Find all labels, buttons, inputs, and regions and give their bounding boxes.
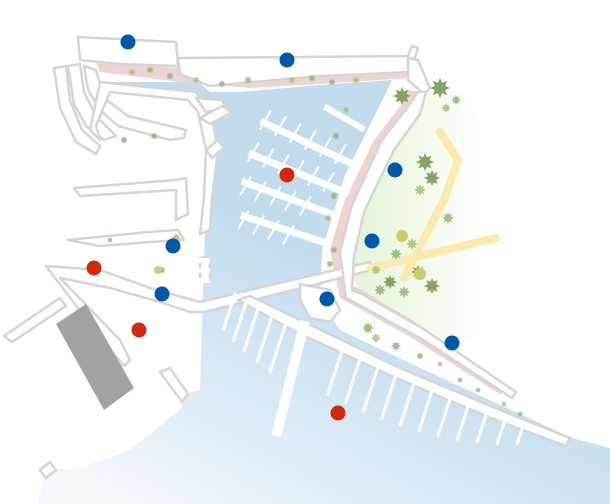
red-map-marker[interactable]: [279, 167, 295, 183]
park-paths: [366, 128, 500, 282]
tree: [308, 74, 316, 82]
tree: [328, 78, 336, 86]
blue-map-marker[interactable]: [120, 34, 136, 50]
tree: [430, 78, 450, 98]
tree: [393, 87, 411, 105]
tree: [457, 377, 463, 383]
tree: [352, 76, 360, 84]
tree: [398, 286, 410, 298]
tree: [424, 278, 440, 294]
warehouse-building: [56, 304, 134, 410]
red-map-marker[interactable]: [86, 260, 102, 276]
tree: [416, 352, 424, 360]
tree: [107, 237, 113, 243]
tree: [150, 132, 158, 140]
quay-outlines: [2, 35, 572, 480]
blue-map-marker[interactable]: [165, 238, 181, 254]
tree: [120, 136, 128, 144]
blue-map-marker[interactable]: [279, 52, 295, 68]
tree: [517, 411, 523, 417]
tree: [390, 248, 402, 260]
tree: [406, 238, 418, 250]
blue-map-marker[interactable]: [364, 233, 380, 249]
tree: [442, 212, 454, 224]
tree: [437, 361, 443, 367]
tree: [414, 184, 426, 196]
tree: [288, 76, 296, 84]
red-map-marker[interactable]: [330, 405, 346, 421]
tree: [330, 246, 338, 254]
tree: [371, 265, 381, 275]
tree: [326, 260, 334, 268]
tree: [128, 68, 136, 76]
tree: [146, 66, 154, 74]
tree: [416, 153, 434, 171]
tree: [332, 132, 340, 140]
blue-map-marker[interactable]: [319, 291, 335, 307]
tree: [424, 170, 440, 186]
blue-map-marker[interactable]: [154, 286, 170, 302]
tree: [441, 103, 451, 113]
trees: [107, 66, 523, 417]
tree: [475, 387, 481, 393]
tree: [154, 266, 162, 274]
tree: [330, 192, 338, 200]
tree: [374, 284, 386, 296]
tree: [396, 230, 408, 242]
tree: [244, 76, 252, 84]
map-markers: [86, 34, 460, 421]
tree: [383, 275, 397, 289]
tree: [414, 268, 426, 280]
tree: [192, 76, 200, 84]
pontoons: [196, 104, 525, 446]
tree: [166, 72, 174, 80]
tree: [218, 80, 226, 88]
tree: [391, 341, 401, 351]
blue-map-marker[interactable]: [387, 162, 403, 178]
tree: [324, 214, 332, 222]
blue-map-marker[interactable]: [444, 335, 460, 351]
tree: [501, 401, 507, 407]
tree: [371, 333, 381, 343]
tree: [451, 95, 461, 105]
tree: [362, 322, 374, 334]
red-map-marker[interactable]: [131, 322, 147, 338]
tree: [342, 106, 350, 114]
